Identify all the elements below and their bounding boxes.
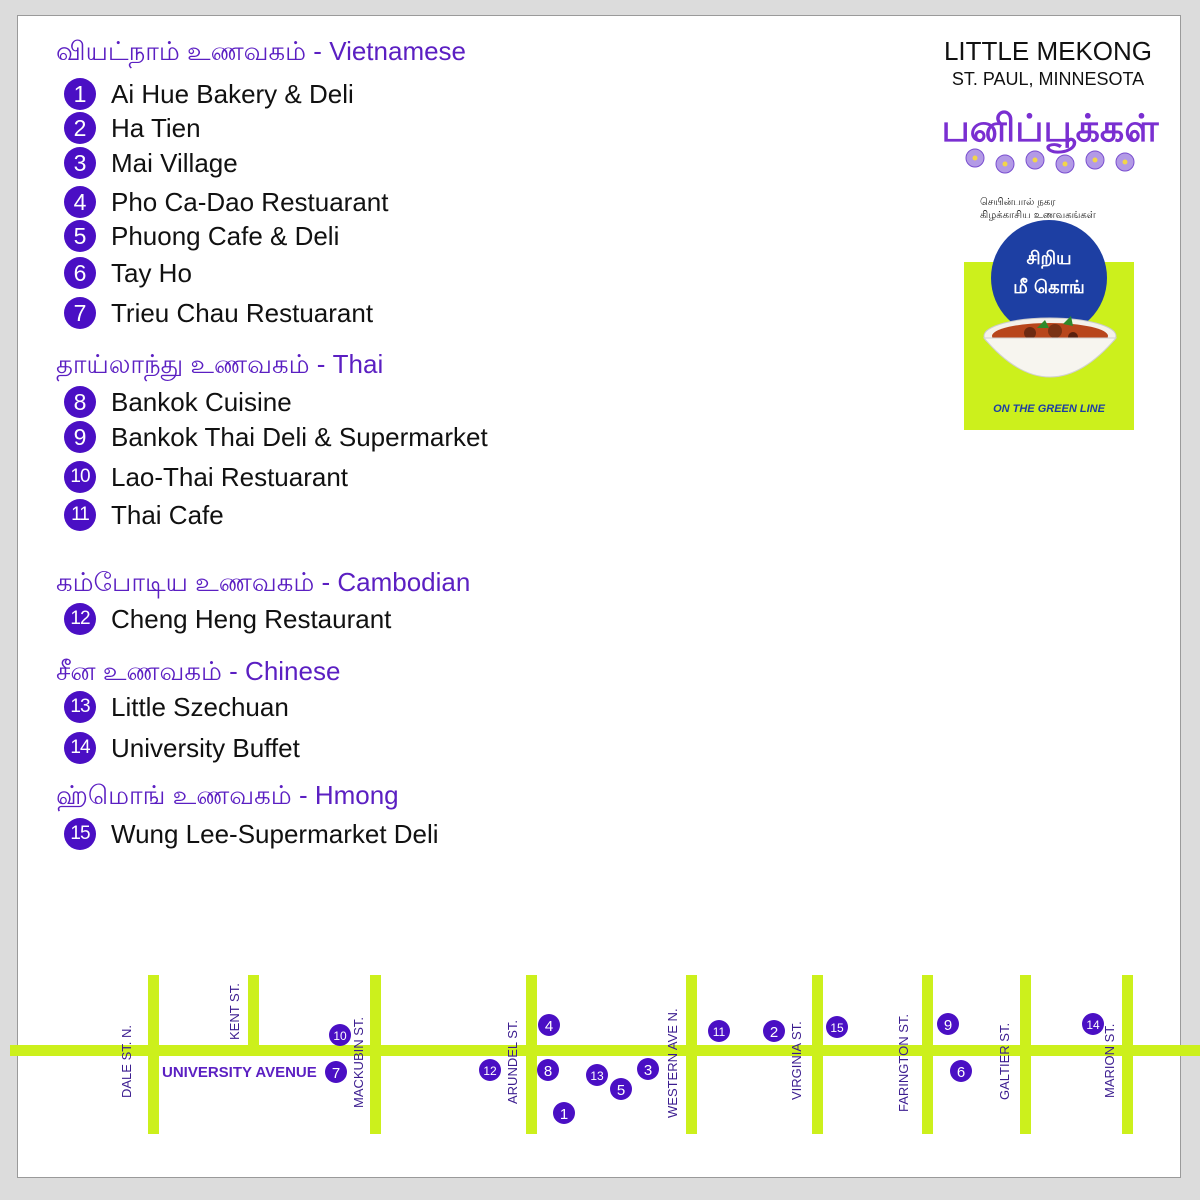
map-marker-11: 11: [708, 1020, 730, 1042]
restaurant-name: Trieu Chau Restuarant: [111, 298, 374, 328]
restaurant-name: University Buffet: [111, 733, 300, 763]
marker-badge: 8: [64, 386, 96, 418]
street-label-dale: DALE ST. N.: [119, 1025, 134, 1098]
marker-badge: 15: [64, 818, 96, 850]
svg-text:9: 9: [944, 1017, 952, 1034]
svg-text:4: 4: [545, 1018, 553, 1035]
map-marker-14: 14: [1082, 1013, 1104, 1035]
noodle-bowl-icon: [982, 316, 1118, 378]
marker-badge: 13: [64, 691, 96, 723]
svg-text:11: 11: [713, 1025, 726, 1039]
restaurant-name: Bankok Cuisine: [111, 387, 292, 417]
map-marker-15: 15: [826, 1016, 848, 1038]
section-title-vietnamese: வியட்நாம் உணவகம் - Vietnamese: [56, 36, 467, 66]
restaurant-name: Lao-Thai Restuarant: [111, 462, 349, 492]
street-label-galtier: GALTIER ST.: [997, 1023, 1012, 1100]
flower-garland-icon: [965, 148, 1135, 174]
map-poster: [17, 15, 1181, 1178]
svg-text:8: 8: [544, 1063, 552, 1080]
university-avenue-road: [10, 1045, 1200, 1056]
street-label-mackubin: MACKUBIN ST.: [351, 1017, 366, 1108]
marker-badge: 10: [64, 461, 96, 493]
badge-title-line-2: மீ கொங்: [1013, 277, 1085, 298]
map-marker-2: 2: [763, 1020, 785, 1042]
map-marker-9: 9: [937, 1013, 959, 1035]
restaurant-name: Pho Ca-Dao Restuarant: [111, 187, 389, 217]
svg-text:5: 5: [617, 1082, 625, 1099]
marker-badge: 5: [64, 220, 96, 252]
map-marker-7: 7: [325, 1061, 347, 1083]
map-marker-10: 10: [329, 1024, 351, 1046]
svg-text:6: 6: [957, 1064, 965, 1081]
restaurant-name: Bankok Thai Deli & Supermarket: [111, 422, 488, 452]
caption-line-2: கிழக்காசிய உணவகங்கள்: [980, 210, 1096, 221]
svg-text:1: 1: [560, 1106, 568, 1123]
street-label-western: WESTERN AVE N.: [665, 1008, 680, 1118]
marker-badge: 12: [64, 603, 96, 635]
marker-badge: 3: [64, 147, 96, 179]
marker-badge: 6: [64, 257, 96, 289]
svg-text:2: 2: [770, 1024, 778, 1041]
avenue-label: UNIVERSITY AVENUE: [162, 1064, 317, 1081]
restaurant-name: Mai Village: [111, 148, 238, 178]
restaurant-name: Ha Tien: [111, 113, 201, 143]
svg-text:14: 14: [1086, 1018, 1100, 1032]
street-label-farington: FARINGTON ST.: [896, 1014, 911, 1112]
marker-badge: 14: [64, 732, 96, 764]
poster-subtitle: ST. PAUL, MINNESOTA: [951, 69, 1145, 89]
restaurant-name: Cheng Heng Restaurant: [111, 604, 392, 634]
map-marker-12: 12: [479, 1059, 501, 1081]
map-marker-8: 8: [537, 1059, 559, 1081]
logo-text: பனிப்பூக்கள்: [941, 106, 1159, 150]
restaurant-name: Tay Ho: [111, 258, 192, 288]
poster-caption: செயின்பால் நகர கிழக்காசிய உணவகங்கள்: [980, 196, 1130, 222]
svg-text:3: 3: [644, 1062, 652, 1079]
map-marker-6: 6: [950, 1060, 972, 1082]
street-label-arundel: ARUNDEL ST.: [505, 1020, 520, 1104]
marker-badge: 1: [64, 78, 96, 110]
panippookkal-logo: பனிப்பூக்கள்: [935, 106, 1165, 178]
section-title-thai: தாய்லாந்து உணவகம் - Thai: [56, 349, 384, 379]
section-title-hmong: ஹ்மொங் உணவகம் - Hmong: [56, 780, 399, 810]
svg-text:15: 15: [830, 1021, 844, 1035]
map-marker-5: 5: [610, 1078, 632, 1100]
section-title-cambodian: கம்போடிய உணவகம் - Cambodian: [56, 567, 471, 597]
svg-text:12: 12: [483, 1064, 497, 1078]
svg-text:7: 7: [332, 1065, 340, 1082]
map-marker-1: 1: [553, 1102, 575, 1124]
poster-title: LITTLE MEKONG: [943, 36, 1153, 66]
badge-title-line-1: சிறிய: [1026, 248, 1072, 269]
marker-badge: 11: [64, 499, 96, 531]
restaurant-name: Ai Hue Bakery & Deli: [111, 79, 354, 109]
restaurant-name: Little Szechuan: [111, 692, 289, 722]
marker-badge: 9: [64, 421, 96, 453]
badge-circle: [991, 220, 1107, 336]
badge-footer: ON THE GREEN LINE: [993, 403, 1105, 415]
street-label-kent: KENT ST.: [227, 983, 242, 1040]
svg-text:13: 13: [590, 1069, 604, 1083]
street-label-marion: MARION ST.: [1102, 1024, 1117, 1098]
map-marker-13: 13: [586, 1064, 608, 1086]
marker-badge: 2: [64, 112, 96, 144]
map-marker-3: 3: [637, 1058, 659, 1080]
restaurant-name: Wung Lee-Supermarket Deli: [111, 819, 439, 849]
street-kent: [248, 975, 259, 1047]
map-marker-4: 4: [538, 1014, 560, 1036]
caption-line-1: செயின்பால் நகர: [980, 197, 1056, 208]
marker-badge: 7: [64, 297, 96, 329]
marker-badge: 4: [64, 186, 96, 218]
street-label-virginia: VIRGINIA ST.: [789, 1021, 804, 1100]
section-title-chinese: சீன உணவகம் - Chinese: [56, 656, 341, 686]
restaurant-name: Phuong Cafe & Deli: [111, 221, 340, 251]
svg-text:10: 10: [333, 1029, 347, 1043]
restaurant-name: Thai Cafe: [111, 500, 224, 530]
